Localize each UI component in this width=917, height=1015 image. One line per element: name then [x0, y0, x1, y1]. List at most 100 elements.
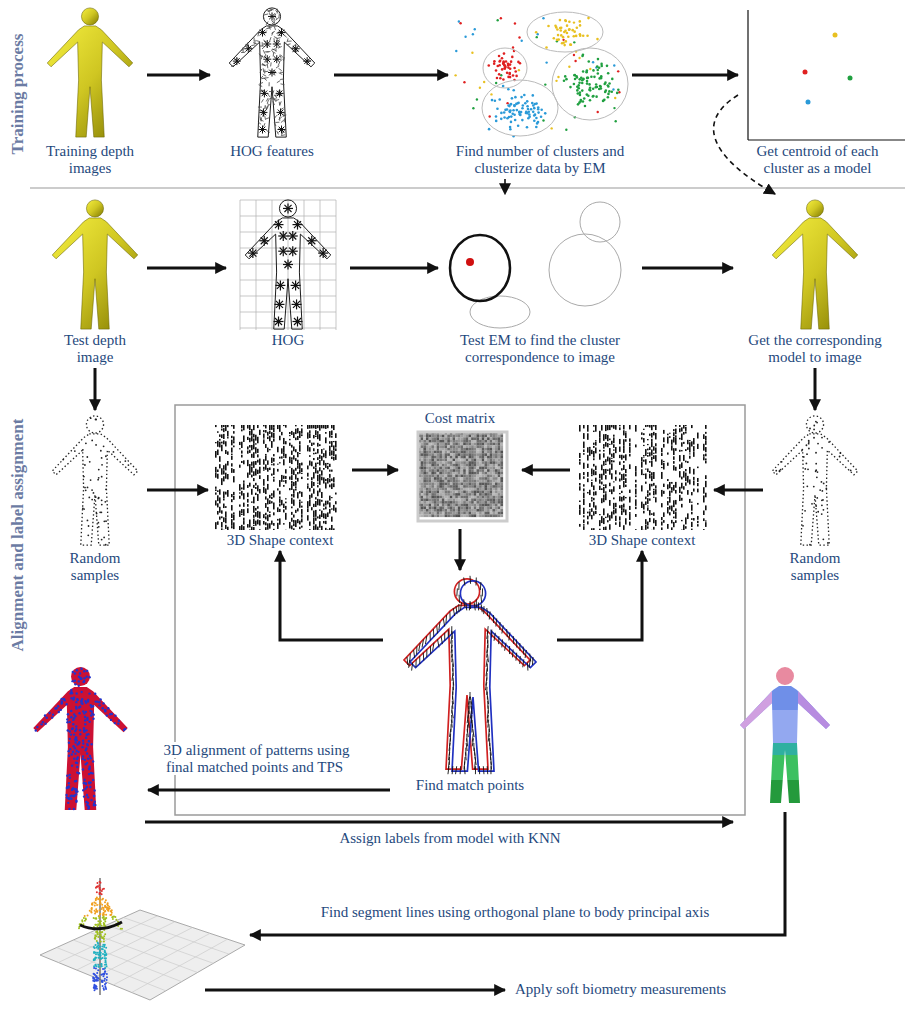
hog-tick	[277, 81, 280, 83]
histogram-bin	[655, 455, 657, 461]
histogram-bin	[311, 443, 313, 446]
histogram-bin	[233, 522, 235, 529]
histogram-bin	[247, 460, 249, 466]
histogram-bin	[603, 447, 605, 449]
histogram-bin	[583, 433, 585, 439]
data-dot	[510, 121, 513, 124]
histogram-bin	[319, 474, 321, 480]
hog-star	[304, 58, 310, 64]
histogram-bin	[269, 431, 271, 434]
histogram-bin	[325, 432, 327, 434]
histogram-bin	[647, 505, 649, 506]
histogram-bin	[645, 525, 647, 530]
histogram-bin	[609, 444, 611, 445]
histogram-bin	[667, 484, 669, 489]
histogram-bin	[263, 434, 265, 438]
histogram-bin	[689, 499, 691, 503]
histogram-bin	[689, 442, 691, 448]
histogram-bin	[607, 425, 609, 430]
data-dot	[576, 76, 579, 79]
histogram-bin	[583, 442, 585, 449]
histogram-bin	[693, 446, 695, 452]
histogram-bin	[215, 489, 217, 491]
data-dot	[575, 35, 578, 38]
sample-dot	[124, 460, 126, 462]
histogram-bin	[267, 498, 269, 504]
sample-dot	[103, 520, 105, 522]
test-point	[466, 258, 474, 266]
histogram-bin	[299, 463, 301, 469]
cost-cell	[421, 440, 424, 443]
histogram-bin	[691, 518, 693, 520]
histogram-bin	[257, 437, 259, 444]
histogram-bin	[291, 518, 293, 522]
histogram-bin	[265, 503, 267, 508]
histogram-bin	[315, 497, 317, 499]
hog-tick	[288, 41, 292, 42]
histogram-bin	[231, 463, 233, 466]
data-dot	[565, 78, 568, 81]
data-dot	[511, 56, 514, 59]
histogram-bin	[331, 497, 333, 498]
histogram-bin	[675, 467, 677, 471]
histogram-bin	[583, 463, 585, 469]
histogram-bin	[295, 438, 297, 441]
histogram-bin	[655, 520, 657, 526]
histogram-bin	[697, 433, 699, 439]
hog-outline	[245, 200, 331, 329]
hog-tick	[274, 26, 275, 30]
hog-star	[293, 301, 300, 308]
histogram-bin	[223, 476, 225, 481]
sample-dot	[813, 486, 815, 488]
histogram-bin	[233, 492, 235, 495]
histogram-bin	[325, 425, 327, 429]
histogram-bin	[623, 504, 625, 508]
histogram-bin	[231, 448, 233, 453]
cluster-scatter	[454, 12, 628, 137]
histogram-bin	[689, 467, 691, 474]
histogram-bin	[579, 462, 581, 465]
data-dot	[500, 112, 503, 115]
cost-cell	[423, 448, 426, 451]
cost-cell	[421, 496, 424, 499]
hog-tick	[266, 27, 270, 29]
sample-dot	[84, 464, 86, 466]
histogram-bin	[323, 477, 325, 483]
cost-cell	[423, 485, 426, 488]
histogram-bin	[609, 468, 611, 474]
histogram-bin	[225, 506, 227, 508]
histogram-bin	[231, 440, 233, 446]
histogram-bin	[295, 510, 297, 513]
histogram-bin	[283, 446, 285, 453]
histogram-bin	[605, 491, 607, 492]
histogram-bin	[705, 505, 707, 510]
histogram-bin	[671, 482, 673, 484]
histogram-bin	[215, 451, 217, 458]
cost-cell	[426, 477, 429, 480]
histogram-bin	[257, 454, 259, 457]
histogram-bin	[685, 477, 687, 481]
cost-cell	[421, 490, 424, 493]
histogram-bin	[623, 496, 625, 501]
histogram-bin	[255, 443, 257, 444]
hog-tick	[280, 78, 284, 79]
data-dot	[604, 91, 607, 94]
histogram-bin	[685, 526, 687, 529]
histogram-bin	[259, 520, 261, 525]
cost-cell	[421, 443, 424, 446]
sample-dot	[839, 456, 841, 458]
histogram-bin	[643, 445, 645, 446]
cost-cell	[426, 512, 429, 515]
histogram-bin	[635, 499, 637, 506]
histogram-bin	[231, 436, 233, 438]
data-dot	[503, 116, 506, 119]
histogram-bin	[635, 425, 637, 432]
histogram-bin	[583, 515, 585, 517]
histogram-bin	[285, 476, 287, 479]
histogram-bin	[697, 483, 699, 486]
histogram-bin	[663, 444, 665, 448]
data-dot	[537, 121, 540, 124]
histogram-bin	[331, 457, 333, 459]
histogram-bin	[259, 475, 261, 479]
histogram-bin	[621, 497, 623, 502]
